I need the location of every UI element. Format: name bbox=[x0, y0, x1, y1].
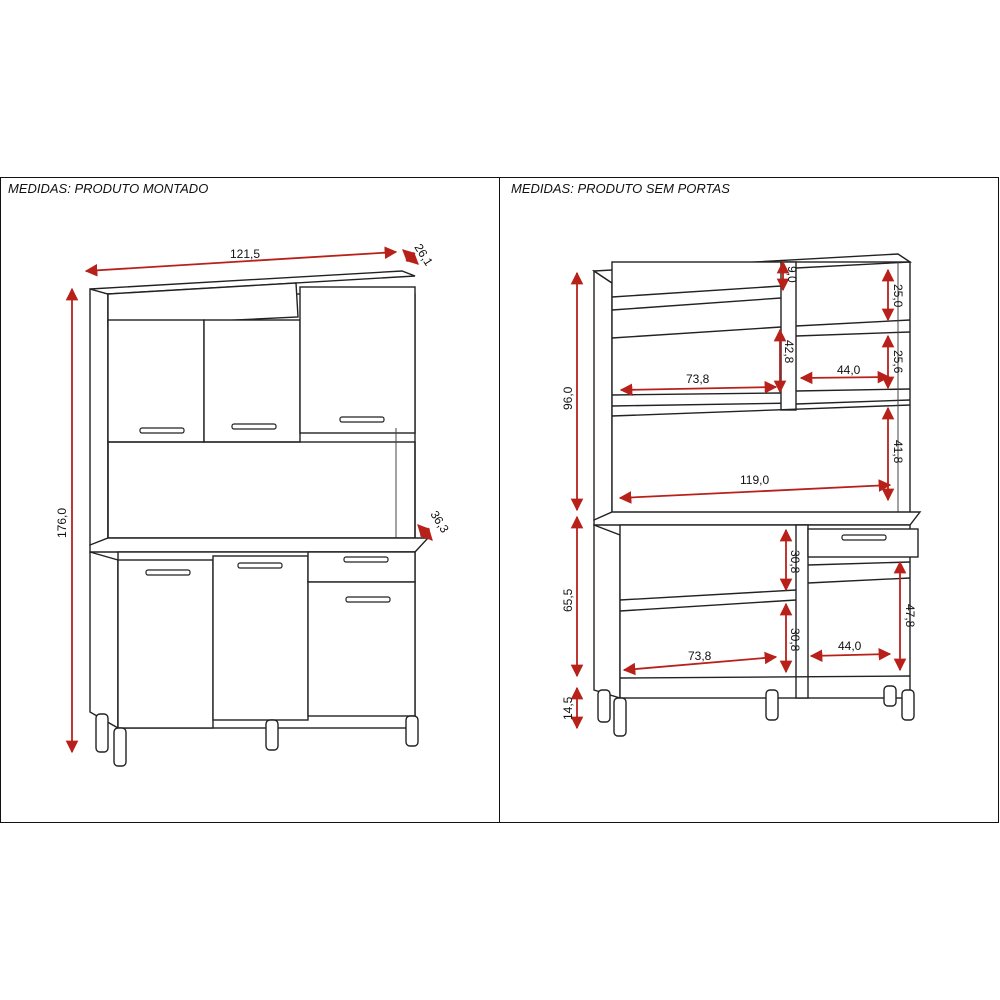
dim-base-upper-shelf: 30,8 bbox=[788, 550, 802, 574]
leg-3 bbox=[265, 719, 279, 751]
counter-top-right bbox=[593, 511, 922, 526]
dim-niche-height: 42,8 bbox=[782, 340, 796, 364]
counter-top bbox=[89, 537, 430, 553]
right-dimensions: 96,0 65,5 14,5 9,0 25,0 25,6 42,8 73,8 4… bbox=[561, 260, 917, 730]
dim-right-mid: 25,6 bbox=[891, 350, 905, 374]
upper-door-1 bbox=[107, 319, 205, 443]
dim-top-small: 9,0 bbox=[785, 266, 799, 283]
base-door-3 bbox=[307, 581, 416, 717]
right-panel-title: MEDIDAS: PRODUTO SEM PORTAS bbox=[511, 181, 730, 196]
leg-r1 bbox=[597, 689, 611, 723]
handle-base-1 bbox=[145, 569, 191, 576]
leg-2 bbox=[113, 727, 127, 767]
dim-upper-right-width: 44,0 bbox=[837, 363, 861, 377]
dim-upper-height: 96,0 bbox=[561, 386, 575, 410]
dim-depth-top-label: 26,1 bbox=[411, 241, 435, 269]
hutch-side-panel-right bbox=[593, 269, 613, 521]
hutch-top bbox=[89, 270, 416, 295]
dim-width-label: 121,5 bbox=[230, 247, 260, 261]
left-panel-title: MEDIDAS: PRODUTO MONTADO bbox=[8, 181, 209, 196]
handle-base-3 bbox=[345, 596, 391, 603]
dim-open-height: 41,8 bbox=[891, 440, 905, 464]
leg-r4 bbox=[883, 685, 897, 707]
handle-upper-1 bbox=[139, 427, 185, 434]
handle-drawer bbox=[343, 556, 389, 563]
assembled-cabinet bbox=[89, 270, 430, 767]
base-side-right bbox=[593, 523, 621, 699]
upper-door-3 bbox=[299, 286, 416, 434]
base-divider bbox=[795, 524, 809, 699]
leg-4 bbox=[405, 715, 419, 747]
leg-r2 bbox=[613, 697, 627, 737]
panel-divider bbox=[499, 177, 500, 823]
dim-height-label: 176,0 bbox=[55, 508, 69, 538]
handle-base-2 bbox=[237, 562, 283, 569]
dim-depth-base-label: 36,3 bbox=[427, 508, 451, 536]
base-door-2 bbox=[212, 555, 309, 721]
dim-base-height: 65,5 bbox=[561, 588, 575, 612]
handle-upper-2 bbox=[231, 423, 277, 430]
hutch-side-panel bbox=[89, 288, 109, 546]
top-niche bbox=[107, 282, 299, 327]
dim-base-left-width: 73,8 bbox=[688, 649, 712, 663]
dim-leg-height: 14,5 bbox=[561, 696, 575, 720]
base-door-1 bbox=[117, 559, 214, 729]
dim-upper-left-width: 73,8 bbox=[686, 372, 710, 386]
dim-counter-width: 119,0 bbox=[740, 473, 769, 487]
leg-r3 bbox=[765, 689, 779, 721]
dim-base-right-height: 47,8 bbox=[903, 604, 917, 628]
handle-drawer-right bbox=[841, 534, 887, 541]
dim-base-right-width: 44,0 bbox=[838, 639, 862, 653]
base-drawer-right bbox=[807, 528, 919, 558]
leg-1 bbox=[95, 713, 109, 753]
leg-r5 bbox=[901, 689, 915, 721]
base-side-panel bbox=[89, 551, 119, 730]
dim-right-top: 25,0 bbox=[891, 284, 905, 308]
dim-base-lower-shelf: 30,8 bbox=[788, 628, 802, 652]
doorless-cabinet bbox=[591, 253, 922, 737]
handle-upper-3 bbox=[339, 416, 385, 423]
